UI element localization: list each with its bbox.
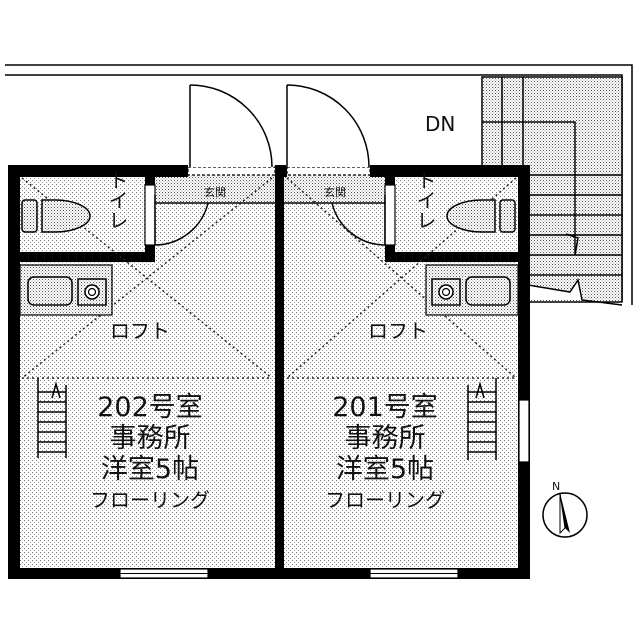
- loft-label-202: ロフト: [110, 319, 170, 343]
- toilet-202: [21, 199, 91, 233]
- compass-icon: N: [542, 480, 588, 538]
- unit-use-202: 事務所: [110, 423, 191, 454]
- kitchen-201: [425, 264, 519, 316]
- door-201: [286, 84, 386, 246]
- flooring-label-202: フローリング: [90, 488, 210, 512]
- loft-label-201: ロフト: [368, 319, 428, 343]
- unit-number-201: 201号室: [332, 392, 438, 423]
- stair-arrow-icon: [565, 233, 579, 256]
- room-size-201: 洋室5帖: [336, 454, 434, 485]
- unit-use-201: 事務所: [345, 423, 426, 454]
- entrance-label-202: 玄関: [204, 185, 226, 199]
- flooring-label-201: フローリング: [325, 488, 445, 512]
- loft-ladder-201: [467, 378, 497, 460]
- door-202: [154, 84, 274, 246]
- stairs-down-label: DN: [425, 112, 455, 136]
- unit-number-202: 202号室: [97, 392, 203, 423]
- room-size-202: 洋室5帖: [101, 454, 199, 485]
- toilet-label-201: トイレ: [413, 170, 437, 230]
- toilet-201: [446, 199, 516, 233]
- loft-ladder-202: [37, 378, 67, 458]
- toilet-label-202: トイレ: [105, 170, 129, 230]
- entrance-label-201: 玄関: [324, 185, 346, 199]
- compass-north-label: N: [552, 480, 560, 493]
- kitchen-202: [19, 264, 113, 316]
- unit-201-floor: [283, 175, 520, 570]
